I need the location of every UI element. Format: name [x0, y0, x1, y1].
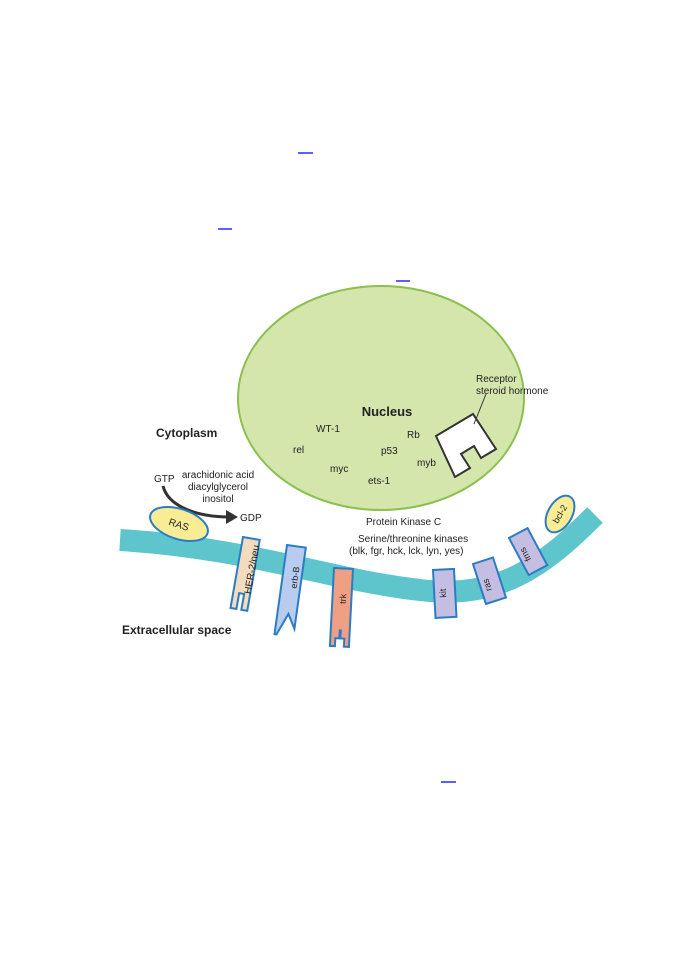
messenger-label-2: diacylglycerol [188, 482, 248, 493]
receptor-erbb-label: erb-B [289, 566, 302, 589]
gene-label-myb: myb [417, 458, 436, 469]
serine-kinases-line1: Serine/threonine kinases [358, 534, 468, 545]
ras-protein-oval [149, 505, 209, 543]
gene-label-rb: Rb [407, 430, 420, 441]
gene-label-myc: myc [330, 464, 348, 475]
gene-label-p53: p53 [381, 446, 398, 457]
gene-label-wt1: WT-1 [316, 424, 340, 435]
receptor-label-line2: steroid hormone [476, 386, 549, 397]
gtp-gdp-arrow [161, 485, 231, 519]
receptor-label-line1: Receptor [476, 374, 517, 385]
cytoplasm-label: Cytoplasm [156, 426, 217, 440]
nucleus-title: Nucleus [362, 404, 413, 419]
receptor-kit [431, 567, 458, 619]
gene-label-ets1: ets-1 [368, 476, 391, 487]
messenger-label-1: arachidonic acid [182, 470, 254, 481]
arrow-head [226, 510, 238, 524]
steroid-receptor-shape [434, 412, 498, 479]
pkc-label: Protein Kinase C [366, 517, 441, 528]
receptor-erbb [273, 543, 307, 636]
receptor-ras-label: ras [480, 577, 494, 592]
receptor-trk [328, 566, 355, 648]
receptor-fms [507, 526, 549, 577]
receptor-ras [471, 556, 508, 606]
gdp-label: GDP [240, 513, 262, 524]
receptor-trk-label: trk [338, 593, 349, 604]
receptor-pointer-line [473, 393, 487, 425]
gene-label-rel: rel [293, 445, 304, 456]
gtp-label: GTP [154, 474, 175, 485]
serine-kinases-line2: (blk, fgr, hck, lck, lyn, yes) [349, 546, 463, 557]
messenger-label-3: inositol [202, 494, 233, 505]
receptor-kit-label: kit [438, 588, 448, 598]
receptor-her2 [229, 535, 261, 613]
bcl2-oval [544, 494, 576, 534]
extracellular-label: Extracellular space [122, 623, 232, 637]
